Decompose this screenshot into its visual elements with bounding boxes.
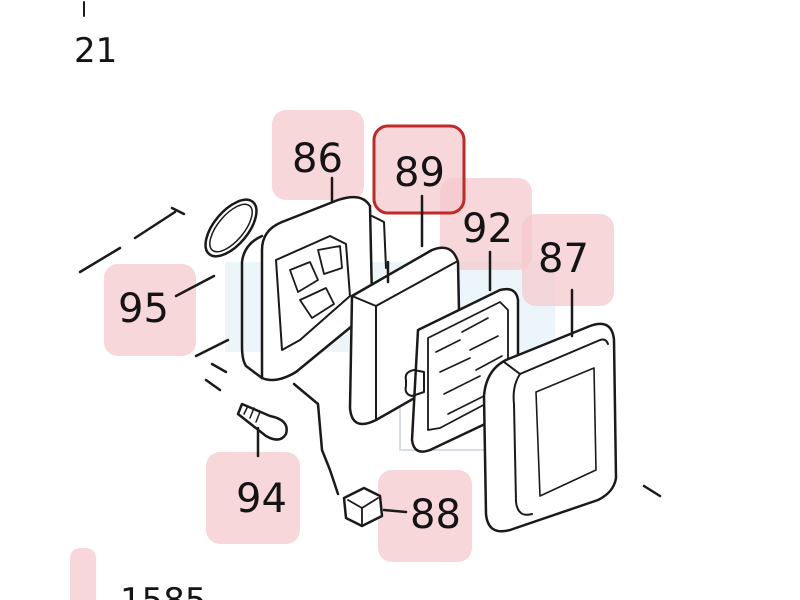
element-87 — [482, 322, 618, 533]
filter-grid-92-knob — [404, 369, 425, 397]
element-87-face — [512, 373, 533, 516]
part-label-88[interactable]: 88 — [410, 492, 461, 538]
part-label-87[interactable]: 87 — [538, 236, 589, 282]
part-hotspot-87[interactable] — [522, 214, 614, 306]
bottom-partial-number: 1585 — [120, 581, 207, 600]
assembly-drawing — [78, 195, 662, 533]
o-ring-95 — [204, 198, 258, 258]
leader-lines — [174, 176, 574, 514]
part-labels: 86 89 92 87 95 94 88 — [118, 136, 589, 538]
bolt-94 — [236, 402, 288, 441]
nut-88-face — [347, 497, 379, 525]
partial-hotspot-bottom — [70, 548, 96, 600]
leader-line — [78, 210, 177, 274]
housing-86-inner — [275, 235, 351, 351]
figure-number: 21 — [74, 31, 117, 71]
part-hotspot-94[interactable] — [206, 452, 300, 544]
assembly-line — [194, 338, 230, 392]
part-hotspot-88[interactable] — [378, 470, 472, 562]
element-87-tick — [642, 484, 662, 498]
part-label-95[interactable]: 95 — [118, 286, 169, 332]
assembly-line-to-nut — [292, 382, 340, 496]
part-label-92[interactable]: 92 — [462, 206, 513, 252]
housing-86-detail — [289, 245, 343, 319]
part-hotspot-95[interactable] — [104, 264, 196, 356]
highlight-boxes — [70, 110, 614, 600]
element-87-top — [503, 338, 609, 375]
housing-86-edge — [371, 215, 387, 269]
selected-part-outline — [372, 124, 466, 215]
part-label-89[interactable]: 89 — [394, 150, 445, 196]
o-ring-95-inner — [209, 203, 253, 253]
element-87-inner — [535, 367, 597, 497]
bolt-94-thread — [243, 405, 261, 423]
part-hotspot-86[interactable] — [272, 110, 364, 200]
part-label-94[interactable]: 94 — [236, 476, 287, 522]
housing-86-depth — [240, 234, 264, 380]
filter-grid-92-detail — [435, 317, 503, 415]
leader-line — [170, 206, 186, 216]
part-label-86[interactable]: 86 — [292, 136, 343, 182]
